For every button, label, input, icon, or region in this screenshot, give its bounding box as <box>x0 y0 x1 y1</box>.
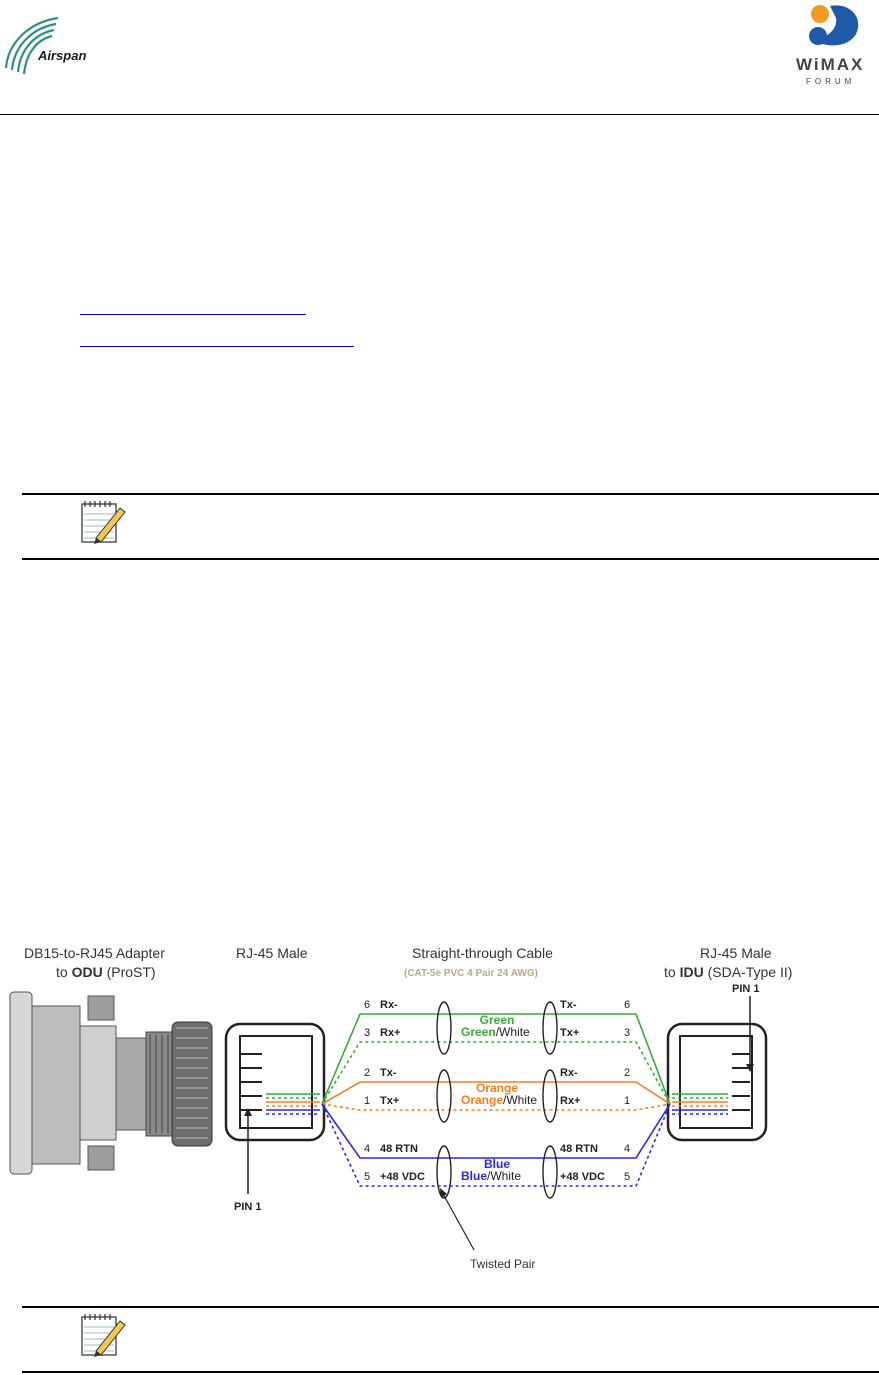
twist-ellipse-right-1 <box>542 1001 558 1055</box>
wire-3 <box>321 1041 671 1105</box>
notepad-pencil-icon <box>81 1314 126 1357</box>
airspan-logo-text: Airspan <box>37 48 86 63</box>
adapter-label-line1: DB15-to-RJ45 Adapter <box>24 945 165 961</box>
wire-left-signal-3: Rx+ <box>380 1027 401 1039</box>
wimax-forum-logo: WiMAX FORUM <box>796 5 864 86</box>
note-1-top-rule <box>22 493 879 495</box>
twist-ellipse-right-2 <box>542 1069 558 1123</box>
rj45-left-connector <box>224 1022 326 1142</box>
pair-white-name-3: Blue/White <box>461 1169 521 1183</box>
wire-1 <box>321 1103 671 1111</box>
wire-left-pin-1: 1 <box>364 1095 370 1107</box>
wire-right-pin-6: 6 <box>624 999 630 1011</box>
twist-ellipse-right-3 <box>542 1145 558 1199</box>
section-link-2-underline <box>80 346 354 347</box>
wire-6 <box>321 1013 671 1105</box>
wire-5 <box>321 1103 671 1187</box>
pin1-left-arrowhead <box>244 1108 252 1116</box>
wire-right-pin-2: 2 <box>624 1067 630 1079</box>
rj45-right-label-line1: RJ-45 Male <box>700 945 772 961</box>
pair-white-name-2: Orange/White <box>461 1093 537 1107</box>
wire-right-signal-4: 48 RTN <box>560 1143 598 1155</box>
twisted-pair-arrowhead <box>440 1188 447 1198</box>
pin1-left-label: PIN 1 <box>234 1201 262 1213</box>
wire-left-signal-2: Tx- <box>380 1067 397 1079</box>
wire-left-signal-4: 48 RTN <box>380 1143 418 1155</box>
wire-left-pin-3: 3 <box>364 1027 370 1039</box>
note-2-top-rule <box>22 1306 879 1308</box>
rj45-right-label-line2: to IDU (SDA-Type II) <box>664 964 792 980</box>
wire-right-signal-2: Rx- <box>560 1067 578 1079</box>
wire-left-pin-6: 6 <box>364 999 370 1011</box>
wire-right-signal-3: Tx+ <box>560 1027 579 1039</box>
pair-name-2: Orange <box>476 1081 518 1095</box>
wire-right-pin-4: 4 <box>624 1143 630 1155</box>
wire-left-pin-5: 5 <box>364 1171 370 1183</box>
note-1-bottom-rule <box>22 558 879 560</box>
twist-ellipse-left-1 <box>436 1001 452 1055</box>
twisted-pair-pointer <box>441 1191 475 1251</box>
header-divider <box>0 114 879 115</box>
section-link-2[interactable] <box>80 336 354 350</box>
pair-name-1: Green <box>480 1013 515 1027</box>
twist-ellipse-left-3 <box>436 1145 452 1199</box>
cable-subtitle: (CAT-5e PVC 4 Pair 24 AWG) <box>404 968 538 979</box>
wimax-logo-subtext: FORUM <box>806 77 855 86</box>
wire-left-signal-1: Tx+ <box>380 1095 399 1107</box>
rj45-left-label: RJ-45 Male <box>236 945 308 961</box>
wire-2 <box>321 1081 671 1105</box>
section-link-1-underline <box>80 314 306 315</box>
wire-4 <box>321 1103 671 1159</box>
pin1-right-arrowhead <box>746 1064 754 1072</box>
pair-white-name-1: Green/White <box>461 1025 530 1039</box>
wire-right-signal-6: Tx- <box>560 999 577 1011</box>
notepad-pencil-icon <box>81 501 126 544</box>
cable-title: Straight-through Cable <box>412 945 553 961</box>
twisted-pair-label: Twisted Pair <box>470 1257 535 1271</box>
twist-ellipse-left-2 <box>436 1069 452 1123</box>
cable-wiring-diagram: DB15-to-RJ45 Adapter to ODU (ProST) RJ-4… <box>9 945 792 1271</box>
db15-adapter-drawing <box>9 991 213 1175</box>
airspan-logo: Airspan <box>4 16 86 75</box>
wire-right-signal-5: +48 VDC <box>560 1171 605 1183</box>
wimax-logo-text: WiMAX <box>796 55 864 74</box>
wire-left-signal-6: Rx- <box>380 999 398 1011</box>
wire-right-pin-5: 5 <box>624 1171 630 1183</box>
wire-left-signal-5: +48 VDC <box>380 1171 425 1183</box>
wire-left-pin-4: 4 <box>364 1143 370 1155</box>
wire-right-signal-1: Rx+ <box>560 1095 581 1107</box>
rj45-right-connector <box>666 1022 768 1142</box>
adapter-label-line2: to ODU (ProST) <box>56 964 156 980</box>
pin1-right-label: PIN 1 <box>732 983 760 995</box>
wire-right-pin-3: 3 <box>624 1027 630 1039</box>
note-2-bottom-rule <box>22 1371 879 1373</box>
pair-name-3: Blue <box>484 1157 510 1171</box>
wire-right-pin-1: 1 <box>624 1095 630 1107</box>
wire-left-pin-2: 2 <box>364 1067 370 1079</box>
